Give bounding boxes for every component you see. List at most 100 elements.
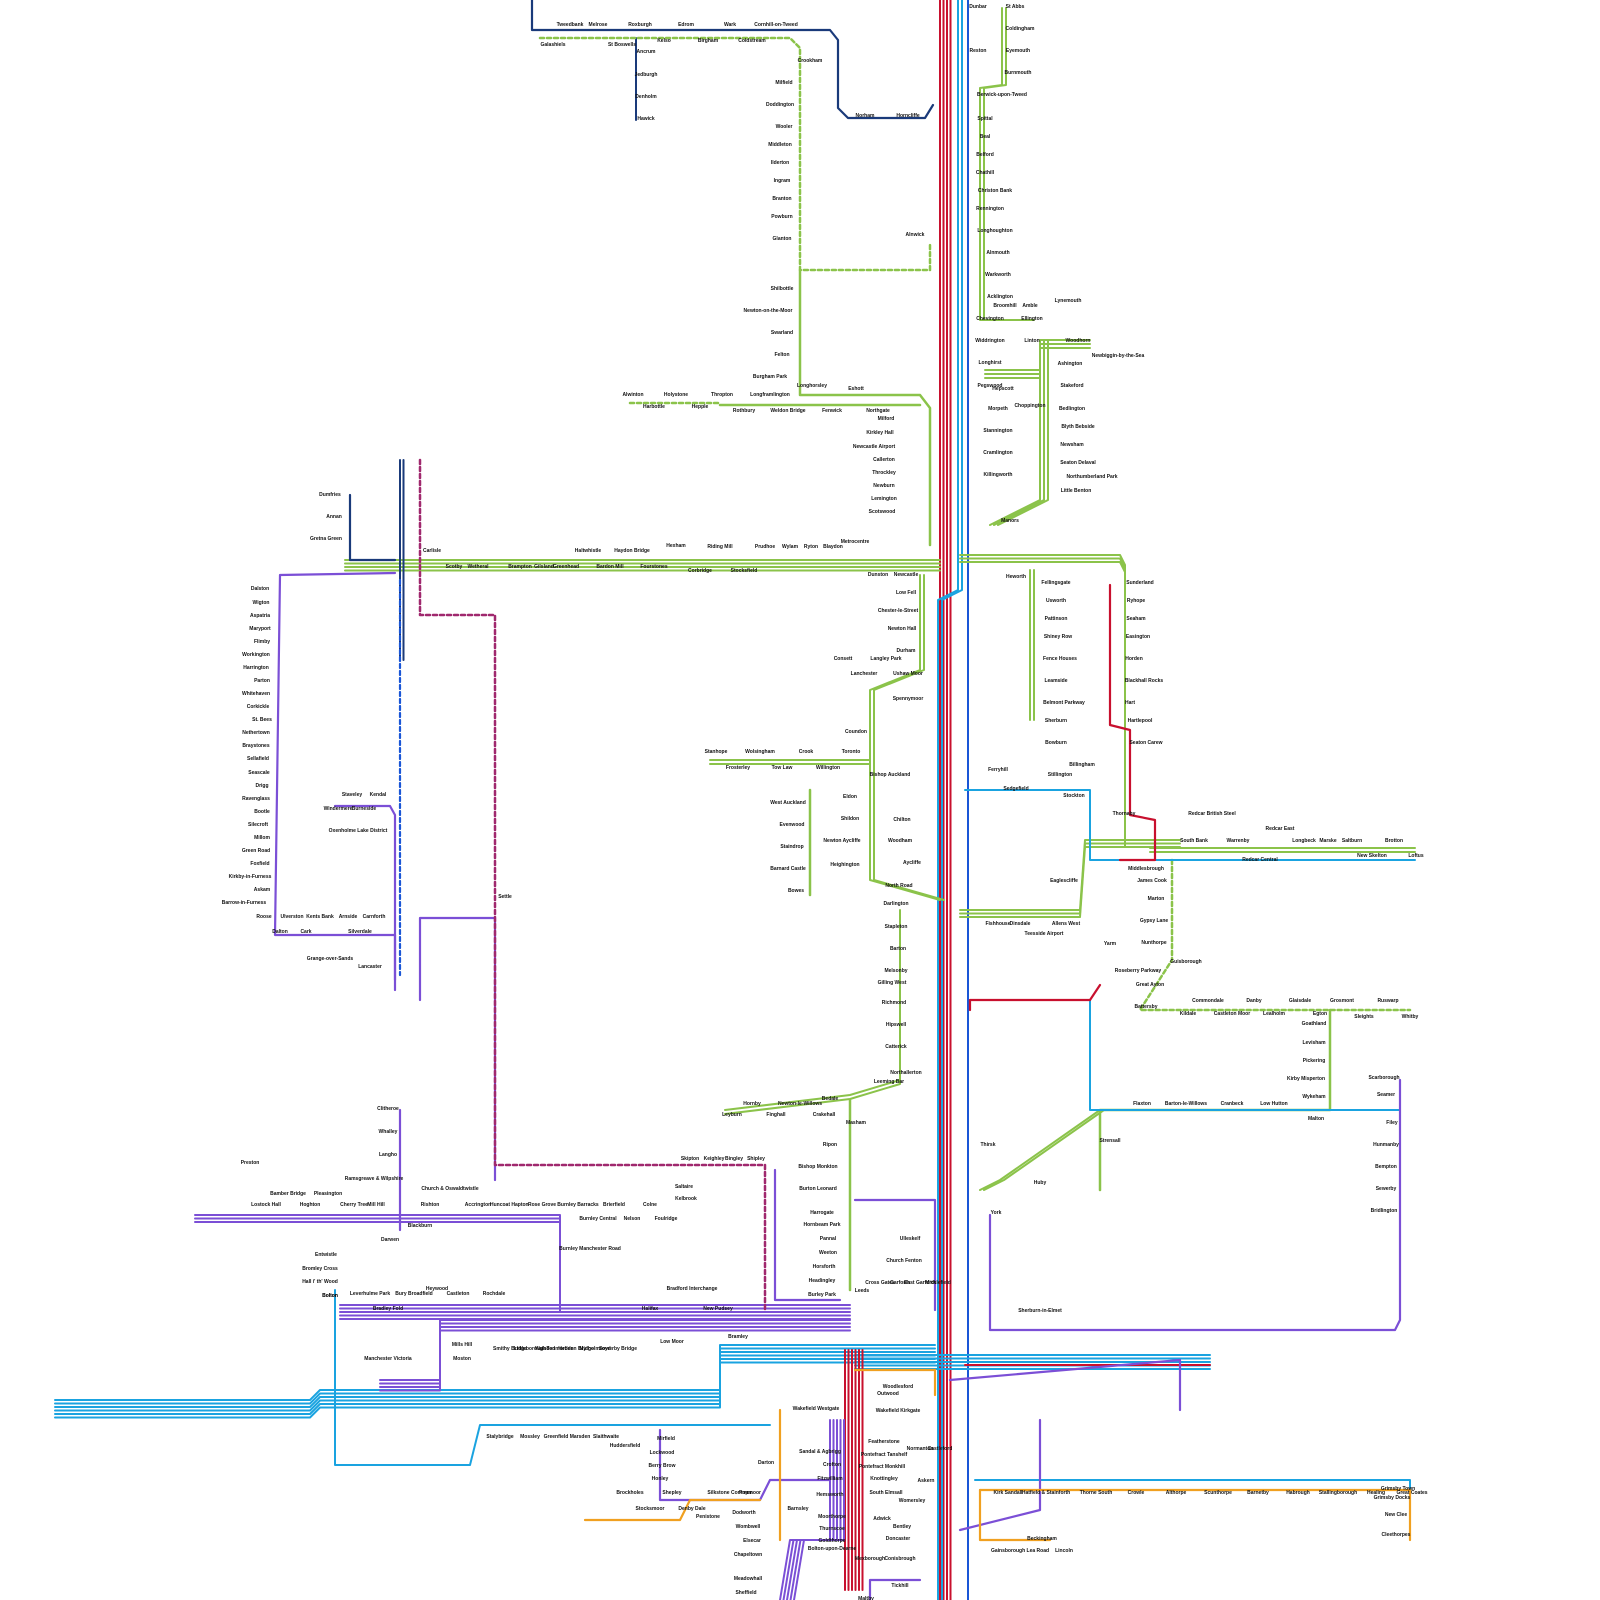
station-label: Nethertown — [242, 730, 270, 736]
station-label: Hepple — [692, 404, 709, 410]
station-label: Lockwood — [650, 1450, 675, 1456]
station-label: Ramsgreave & Wilpshire — [345, 1176, 404, 1182]
station-label: Braystones — [242, 743, 269, 749]
station-label: Amble — [1022, 303, 1038, 309]
station-label: Lynemouth — [1055, 298, 1082, 304]
station-label: Wakefield Westgate — [793, 1406, 840, 1412]
station-label: Holystone — [664, 392, 688, 398]
station-label: Rishton — [421, 1202, 440, 1208]
station-label: Glaisdale — [1289, 998, 1311, 1004]
station-label: Barrow-in-Furness — [222, 900, 267, 906]
station-label: Hartlepool — [1128, 718, 1153, 724]
station-label: Berry Brow — [649, 1463, 676, 1469]
station-label: Riding Mill — [707, 544, 733, 550]
station-label: Walsden — [535, 1346, 555, 1352]
station-label: Barton-le-Willows — [1165, 1101, 1207, 1107]
station-label: Hall i' th' Wood — [302, 1279, 338, 1285]
station-label: Newton Hall — [888, 626, 917, 632]
station-label: Blaydon — [823, 544, 843, 550]
station-label: Eshott — [848, 386, 864, 392]
station-label: Silkstone Common — [707, 1490, 752, 1496]
station-label: Fellingsgate — [1041, 580, 1070, 586]
station-label: Spittal — [977, 116, 993, 122]
station-label: Roseberry Parkway — [1115, 968, 1162, 974]
station-label: Goldthorpe — [819, 1538, 846, 1544]
station-label: Eyemouth — [1006, 48, 1030, 54]
station-label: Felton — [775, 352, 790, 358]
transpennine-trunk-line — [54, 1344, 936, 1401]
station-label: Grimsby Town — [1381, 1486, 1415, 1492]
station-label: Kelbrook — [675, 1196, 697, 1202]
station-label: Thirsk — [980, 1142, 995, 1148]
station-label: Marsden — [570, 1434, 591, 1440]
station-label: Berwick-upon-Tweed — [977, 92, 1027, 98]
station-label: Dodworth — [732, 1510, 755, 1516]
station-label: Mirfield — [657, 1436, 675, 1442]
station-label: Askern — [918, 1478, 935, 1484]
station-label: Chilton — [893, 817, 910, 823]
station-label: Bishop Monkton — [798, 1164, 837, 1170]
station-label: Denby Dale — [678, 1506, 705, 1512]
station-label: Wetheral — [467, 564, 489, 570]
station-label: Ulverston — [280, 914, 303, 920]
station-label: Belmont Parkway — [1043, 700, 1085, 706]
station-label: Prudhoe — [755, 544, 775, 550]
station-label: Haydon Bridge — [614, 548, 650, 554]
station-label: Commondale — [1192, 998, 1224, 1004]
station-label: Drigg — [255, 783, 268, 789]
station-label: Shepley — [662, 1490, 681, 1496]
station-label: Bowes — [788, 888, 804, 894]
station-label: Middlesbrough — [1128, 866, 1164, 872]
station-label: Fence Houses — [1043, 656, 1077, 662]
cyan-trunk-line — [941, 0, 963, 1600]
station-label: Ilderton — [771, 160, 789, 166]
station-label: Longhirst — [978, 360, 1001, 366]
station-label: Saltburn — [1342, 838, 1362, 844]
station-label: Great Ayton — [1136, 982, 1164, 988]
windermere-line — [333, 804, 397, 982]
station-label: Brampton — [508, 564, 532, 570]
station-label: Longhorsley — [797, 383, 827, 389]
station-label: Beal — [980, 134, 991, 140]
station-label: Burnmouth — [1005, 70, 1032, 76]
station-label: Normanton — [907, 1446, 934, 1452]
station-label: Danby — [1246, 998, 1262, 1004]
station-label: Guisborough — [1170, 959, 1201, 965]
station-label: Parton — [254, 678, 270, 684]
station-label: Pontefract Monkhill — [859, 1464, 906, 1470]
station-label: Harrogate — [810, 1210, 834, 1216]
station-label: Weeton — [819, 1250, 837, 1256]
station-label: Barnard Castle — [770, 866, 806, 872]
station-label: Littleborough — [514, 1346, 546, 1352]
station-label: New Skelton — [1357, 853, 1387, 859]
station-label: Doncaster — [886, 1536, 911, 1542]
station-label: Blackburn — [408, 1223, 432, 1229]
settle-purple-line — [418, 916, 497, 1182]
blyth-tyne-spine-line — [989, 339, 1041, 526]
station-label: Sewerby — [1376, 1186, 1397, 1192]
station-label: Doddington — [766, 102, 794, 108]
station-label: Horden — [1125, 656, 1143, 662]
station-label: Huncoat — [490, 1202, 510, 1208]
blyth-tyne-spine-line — [997, 339, 1049, 526]
station-label: Kildale — [1180, 1011, 1197, 1017]
station-label: Seaton Delaval — [1060, 460, 1096, 466]
station-label: Huby — [1034, 1180, 1047, 1186]
station-label: Cross Gates — [865, 1280, 895, 1286]
station-label: Milfield — [775, 80, 792, 86]
station-label: Harbottle — [643, 404, 665, 410]
station-label: Crakehall — [813, 1112, 836, 1118]
station-label: Bowburn — [1045, 740, 1067, 746]
transpennine-trunk-line — [54, 1354, 936, 1412]
station-label: Nelson — [624, 1216, 641, 1222]
rochdale-line — [379, 1326, 851, 1388]
station-label: Thornaby — [1113, 811, 1136, 817]
station-label: Brierfield — [603, 1202, 625, 1208]
station-label: Leeds — [855, 1288, 870, 1294]
station-label: Popmoor — [739, 1490, 761, 1496]
station-label: Easington — [1126, 634, 1150, 640]
station-label: Great Coates — [1396, 1490, 1427, 1496]
station-label: Little Benton — [1061, 488, 1092, 494]
station-label: Knottingley — [870, 1476, 898, 1482]
station-label: Denholm — [635, 94, 657, 100]
